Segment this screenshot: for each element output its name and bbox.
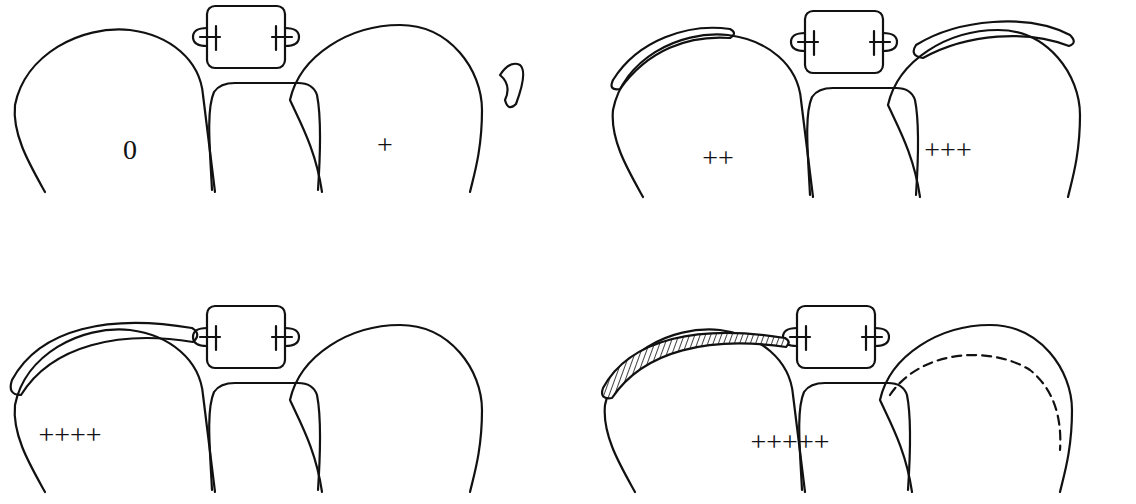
grade-label: +++++: [751, 428, 830, 456]
grade-label: +: [377, 131, 393, 159]
grade-label: 0: [123, 136, 137, 164]
grade-label: +++: [924, 136, 971, 164]
grade-label: ++++: [38, 421, 101, 449]
grade-label: ++: [702, 144, 734, 172]
